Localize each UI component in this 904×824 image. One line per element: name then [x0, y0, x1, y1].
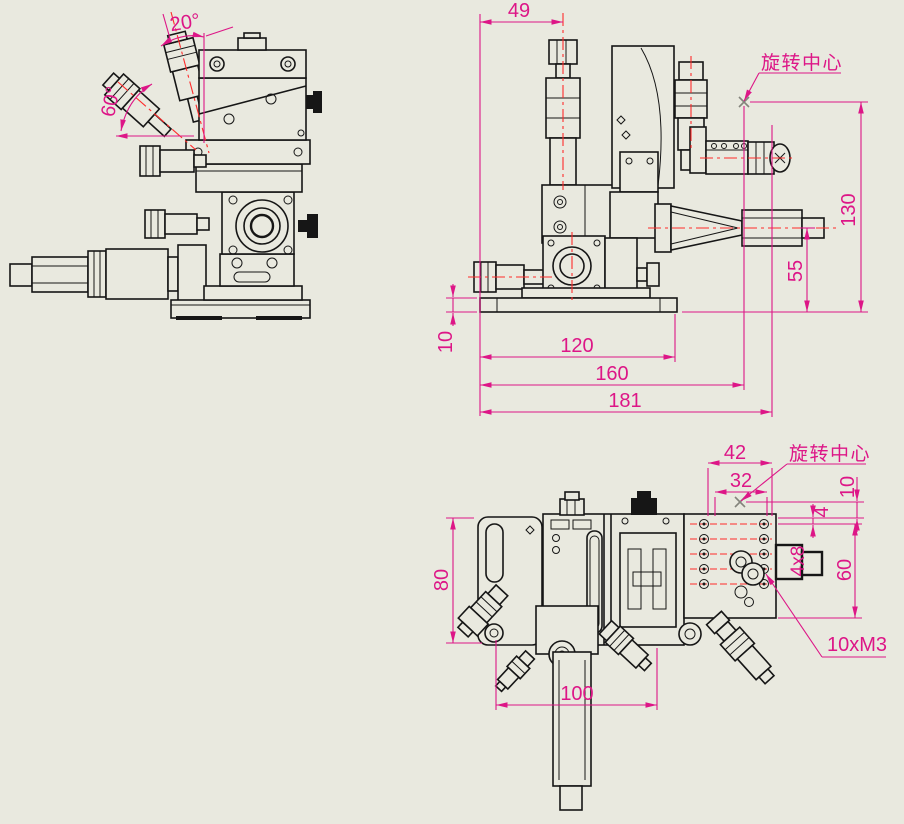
dim-10-top: 10: [837, 476, 859, 498]
top-bottom-micrometer-icon: [535, 605, 599, 811]
front-view-dimensions: 49 旋转中心 130 55 10 120 160 181: [435, 0, 868, 417]
dim-32: 32: [730, 470, 752, 492]
front-rotation-center-label: 旋转中心: [761, 52, 843, 74]
front-base-plate: [479, 297, 678, 313]
top-angled-micrometer2-icon: [705, 610, 776, 685]
side-base-plate: [170, 299, 311, 319]
dim-49: 49: [508, 0, 530, 22]
dim-160: 160: [595, 363, 628, 385]
top-rotation-center-label: 旋转中心: [789, 443, 871, 465]
dim-80: 80: [431, 569, 453, 591]
dim-60: 60: [834, 559, 856, 581]
dim-angle-20: 20°: [168, 10, 201, 36]
front-right-micrometer-icon: [689, 126, 791, 175]
side-mid-micrometer1-icon: [139, 145, 207, 177]
front-view-geometry: [468, 13, 838, 313]
dim-55: 55: [785, 260, 807, 282]
dim-4: 4: [811, 506, 833, 517]
side-mid-micrometer2-icon: [144, 209, 210, 239]
rotation-center-mark: [738, 96, 750, 108]
dim-181: 181: [608, 390, 641, 412]
dim-10-front: 10: [435, 331, 457, 353]
top-angled-micrometer1-icon: [598, 619, 653, 672]
side-angled-micrometer-20-icon: [162, 30, 207, 124]
dim-42: 42: [724, 442, 746, 464]
dim-angle-60: 60°: [97, 85, 125, 119]
top-view-dimensions: 42 32 旋转中心 10 4 60 4x8 10xM3 80 100: [431, 442, 887, 710]
dim-4x8: 4x8: [788, 546, 809, 577]
side-view-geometry: [9, 11, 322, 320]
side-large-micrometer-icon: [9, 244, 207, 306]
side-view-dimensions: 20° 60°: [97, 10, 234, 143]
dim-10xM3: 10xM3: [827, 634, 887, 656]
dim-130: 130: [838, 193, 860, 226]
dim-120: 120: [560, 335, 593, 357]
side-knob-icon: [298, 220, 307, 232]
m3-hole-pattern: [690, 519, 772, 589]
top-left-knob-icon: [456, 583, 509, 638]
top-small-knob-icon: [494, 649, 536, 693]
top-view-geometry: [456, 491, 824, 811]
dim-100: 100: [560, 683, 593, 705]
